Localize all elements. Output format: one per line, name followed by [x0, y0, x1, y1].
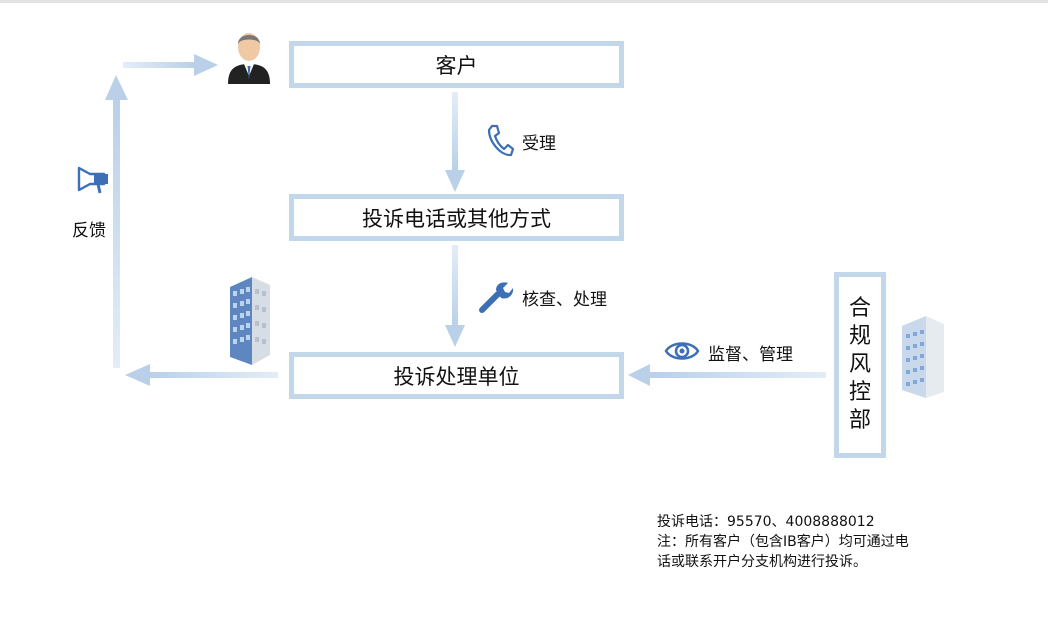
arrow-feedback-up: [105, 75, 128, 368]
arrow-to-feedback: [125, 364, 278, 386]
building-icon: [230, 277, 270, 365]
compliance-char-3: 风: [848, 352, 871, 377]
arrow-supervise: [628, 364, 826, 386]
compliance-char-4: 控: [848, 380, 871, 405]
complaint-channel-label: 投诉电话或其他方式: [362, 206, 551, 231]
compliance-char-1: 合: [848, 296, 871, 321]
wrench-icon: [479, 282, 514, 313]
arrow-accept: [445, 92, 465, 192]
hotline-text: 投诉电话：95570、4008888012: [657, 514, 875, 530]
compliance-char-5: 部: [848, 408, 871, 433]
accept-label: 受理: [522, 134, 556, 154]
eye-icon: [664, 342, 700, 360]
supervise-manage-label: 监督、管理: [708, 345, 793, 365]
person-icon: [228, 33, 270, 84]
complaint-handler-box: 投诉处理单位: [289, 352, 624, 399]
megaphone-icon: [77, 166, 108, 194]
note-text-line-2: 话或联系开户分支机构进行投诉。: [657, 554, 867, 570]
phone-icon: [487, 124, 514, 157]
note-text-line-1: 注：所有客户（包含IB客户）均可通过电: [657, 534, 909, 550]
arrow-verify: [445, 245, 465, 347]
feedback-label: 反馈: [72, 221, 106, 241]
customer-box: 客户: [289, 41, 624, 88]
compliance-char-2: 规: [848, 324, 871, 349]
customer-box-label: 客户: [435, 53, 478, 78]
complaint-note: 投诉电话：95570、4008888012 注：所有客户（包含IB客户）均可通过…: [657, 512, 909, 572]
complaint-channel-box: 投诉电话或其他方式: [289, 194, 624, 241]
building-icon: [902, 316, 944, 398]
top-divider: [0, 0, 1048, 3]
compliance-dept-box: 合 规 风 控 部: [834, 272, 886, 458]
complaint-handler-label: 投诉处理单位: [393, 364, 520, 389]
verify-process-label: 核查、处理: [522, 290, 607, 310]
arrow-to-customer: [123, 54, 218, 76]
